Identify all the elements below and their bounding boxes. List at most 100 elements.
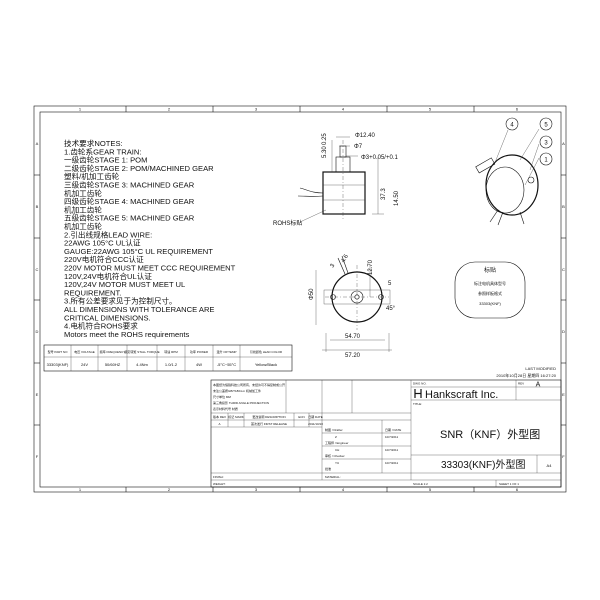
zone-row-left-E: E (36, 392, 39, 397)
date-label-1: 日期 / DATE (385, 427, 401, 432)
approve-label: 批准 (325, 466, 331, 471)
zone-col-top-4: 4 (342, 107, 345, 112)
dim-flange-width: 57.20 (345, 353, 361, 359)
note-line-13: GAUGE:22AWG 105°C UL REQUIREMENT (64, 247, 213, 256)
note-line-3: 二级齿轮STAGE 2: POM/MACHINED GEAR (64, 163, 214, 173)
note-line-11: 2.引出线规格LEAD WIRE: (64, 229, 152, 239)
drawing-title-cn: SNR（KNF）外型图 (440, 427, 540, 441)
dim-body-height: 37.3 (381, 188, 387, 200)
note-line-15: 220V MOTOR MUST MEET CCC REQUIREMENT (64, 264, 236, 273)
sheet-size: A4 (547, 463, 553, 468)
dim-wire-1: 3 (330, 263, 337, 269)
rev-header-date: 日期 DATE (308, 414, 323, 419)
note-line-2: 一级齿轮STAGE 1: POM (64, 155, 147, 165)
rev-row-description: 首次发行 FIRST RELEASE (251, 421, 287, 426)
label-box: 标贴 标注电机具体型号 参照样板格式 33303(KNF) (454, 261, 526, 319)
zone-row-left-C: C (36, 267, 39, 272)
dim-overall-height: 14.50 (394, 190, 400, 206)
rev-row-date: 2011/10/10 (308, 422, 323, 426)
confidential-note: 本图纸为恒锦科技公司所有，未经许可不得复制或公开 (213, 382, 285, 387)
zone-col-top-2: 2 (168, 107, 171, 112)
spec-value-voltage: 24V (81, 362, 88, 367)
zone-row-left-D: D (36, 329, 39, 334)
zone-col-bottom-5: 5 (429, 487, 432, 492)
material-label: MATERIAL: (325, 475, 341, 479)
note-line-22: 4.电机符合ROHS要求 (64, 321, 138, 331)
zone-col-bottom-3: 3 (255, 487, 258, 492)
note-line-16: 120V,24V电机符合UL认证 (64, 271, 152, 281)
title-label: TITLE: (413, 402, 422, 406)
engineer-name: CH (335, 448, 339, 452)
checker-label: 审核 / Checker (325, 453, 345, 458)
zone-row-left-B: B (36, 204, 39, 209)
last-modified-title: LAST MODIFIED (525, 366, 556, 371)
last-modified: LAST MODIFIED 2010年10月28日 星期四 16:27:20 (496, 366, 556, 378)
technical-notes: 技术要求NOTES: 1.齿轮系GEAR TRAIN: 一级齿轮STAGE 1:… (64, 138, 236, 339)
spec-value-torque: 4.4Nm (136, 362, 148, 367)
note-line-12: 22AWG 105°C UL认证 (64, 238, 141, 248)
title-block: 本图纸为恒锦科技公司所有，未经许可不得复制或公开 未注公差按GB/T1804-m… (210, 379, 562, 488)
rohs-label: ROHS标贴 (273, 219, 302, 227)
dim-mount-hole: 5 (388, 281, 392, 287)
company-name: Hankscraft Inc. (425, 389, 498, 401)
label-box-title: 标贴 (484, 266, 496, 274)
spec-table: 型号 PART NO 电压 VOLTAGE 频率 FREQUENCY 额定转矩 … (43, 344, 293, 372)
rohs-callout: ROHS标贴 (273, 209, 327, 227)
rev-row-rev: A (218, 422, 220, 426)
zone-col-top-6: 6 (516, 107, 519, 112)
note-line-17: 120V,24V MOTOR MUST MEET UL (64, 280, 185, 289)
checker-date: 10/7/2011 (385, 461, 398, 465)
spec-header-power: 功率 POWER (190, 349, 209, 354)
zone-row-right-C: C (562, 267, 565, 272)
zone-col-bottom-2: 2 (168, 487, 171, 492)
drafter-name: Z (335, 435, 337, 439)
note-line-0: 技术要求NOTES: (64, 138, 123, 148)
dim-body-diameter: Φ50 (309, 288, 315, 300)
spec-value-part: 33303(KNF) (47, 362, 69, 367)
spec-value-power: 4W (196, 362, 202, 367)
spec-value-temp: -5°C~55°C (217, 362, 236, 367)
zone-row-left-F: F (36, 454, 39, 459)
spec-header-part: 型号 PART NO (48, 349, 69, 354)
dim-angle: 45° (386, 306, 396, 312)
note-line-19: 3.所有公差要求见于为控制尺寸。 (64, 296, 177, 306)
dim-shaft-length: 5.30 (322, 146, 328, 158)
zone-row-left-A: A (36, 141, 39, 146)
note-line-7: 四级齿轮STAGE 4: MACHINED GEAR (64, 196, 195, 206)
border-zone-labels: 1 2 3 4 5 6 1 2 3 4 5 6 A B C D E F A B … (36, 107, 566, 493)
note-line-10: 机加工齿轮 (64, 221, 102, 231)
zone-row-right-B: B (562, 204, 565, 209)
zone-col-bottom-1: 1 (79, 487, 82, 492)
label-box-line-3: 33303(KNF) (479, 301, 501, 306)
spec-header-temp: 温升 OP.TEMP (217, 349, 237, 354)
dim-hole-spacing: 54.70 (345, 334, 361, 340)
balloon-5: 5 (544, 123, 548, 129)
label-box-line-1: 标注电机具体型号 (474, 280, 506, 286)
dwg-no-label: DWG NO. (413, 382, 427, 386)
motor-side-view: Φ12.40 Φ7 Φ3+0.05/+0.1 5.30 0.25 37.3 14… (297, 133, 400, 220)
zone-col-bottom-4: 4 (342, 487, 345, 492)
spec-header-frequency: 频率 FREQUENCY (100, 349, 126, 354)
drafter-date: 10/7/2011 (385, 435, 398, 439)
rev-header-mark: 标记 MARK (228, 414, 244, 419)
note-line-21: CRITICAL DIMENSIONS. (64, 313, 151, 322)
last-modified-date: 2010年10月28日 星期四 16:27:20 (496, 372, 556, 378)
balloon-4: 4 (510, 123, 514, 129)
note-line-1: 1.齿轮系GEAR TRAIN: (64, 146, 142, 156)
sheet-number: SHEET 1 OF 1 (499, 482, 519, 486)
dim-wire-2: 4.6 (341, 253, 351, 264)
motor-front-view: 54.70 57.20 12.70 Φ50 5 3 4.6 45° (309, 253, 396, 359)
finish-label: FINISH: (213, 475, 224, 479)
dim-flat: 0.25 (322, 133, 328, 145)
note-line-14: 220V电机符合CCC认证 (64, 254, 144, 264)
rev-header-rev: 版本 REV (213, 414, 226, 419)
scale-label: SCALE 1:2 (413, 482, 428, 486)
engineer-label: 工程师 / Engineer (325, 440, 349, 445)
rev-label: REV (518, 382, 524, 386)
dim-shaft-diameter: Φ12.40 (355, 133, 375, 139)
zone-col-top-1: 1 (79, 107, 82, 112)
zone-col-top-3: 3 (255, 107, 258, 112)
zone-col-bottom-6: 6 (516, 487, 519, 492)
engineer-date: 10/7/2011 (385, 448, 398, 452)
